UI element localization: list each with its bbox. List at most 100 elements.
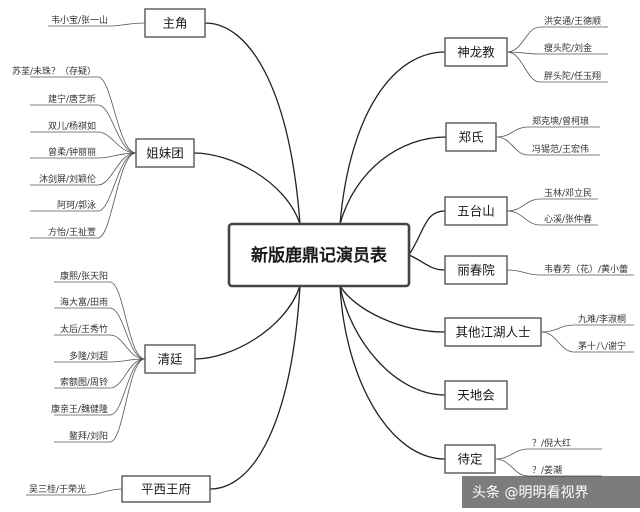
- watermark-text: 头条 @明明看视界: [472, 484, 588, 501]
- node-label-lichunyuan: 丽春院: [457, 263, 495, 278]
- leaf-link: [109, 281, 146, 360]
- watermark: 头条 @明明看视界: [462, 476, 640, 508]
- node-tiandihui[interactable]: 天地会: [444, 380, 508, 410]
- leaf-link: [109, 307, 146, 360]
- node-qingting[interactable]: 清廷: [144, 344, 196, 374]
- leaves-qitajianghu: 九难/李淑桐 茅十八/谢宁: [578, 313, 626, 352]
- branch-link: [209, 285, 301, 490]
- node-daiding[interactable]: 待定: [444, 444, 496, 474]
- leaf-item: 瘦头陀/刘金: [544, 42, 592, 54]
- node-label-qitajianghu: 其他江湖人士: [455, 325, 530, 340]
- branch-link: [204, 22, 301, 225]
- leaf-link: [494, 458, 529, 477]
- leaf-item: 康熙/张天阳: [60, 270, 108, 282]
- branch-links: [193, 22, 447, 490]
- leaf-item: 韦小宝/张一山: [51, 14, 108, 26]
- leaf-item: 胖头陀/任玉翔: [544, 70, 601, 82]
- leaves-zhengshi: 郑克塽/曾柯琅 冯锡范/王宏伟: [532, 115, 589, 155]
- root-label: 新版鹿鼎记演员表: [251, 245, 388, 266]
- node-pingxiwangfu[interactable]: 平西王府: [121, 475, 211, 503]
- node-zhujue[interactable]: 主角: [144, 8, 206, 38]
- branch-link: [408, 210, 446, 256]
- branch-link: [339, 285, 446, 333]
- node-jiemeituan[interactable]: 姐妹团: [135, 138, 195, 168]
- leaf-item: 鳌拜/刘阳: [69, 430, 108, 442]
- leaf-link: [506, 198, 541, 212]
- leaf-item: 多隆/刘超: [69, 350, 108, 362]
- leaf-item: 康亲王/魏健隆: [51, 403, 108, 415]
- leaf-item: 阿珂/郭泳: [57, 199, 96, 211]
- node-shenlongjiao[interactable]: 神龙教: [444, 37, 508, 67]
- leaf-link: [109, 358, 146, 363]
- node-label-shenlongjiao: 神龙教: [457, 45, 495, 60]
- branch-link: [339, 51, 446, 225]
- node-label-zhengshi: 郑氏: [458, 130, 483, 145]
- leaf-links: [26, 22, 634, 496]
- leaf-link: [495, 136, 529, 156]
- branch-link: [339, 285, 446, 396]
- leaves-lichunyuan: 韦春芳（花）/黄小蕾: [544, 263, 628, 275]
- leaf-item: 曾柔/钟丽丽: [48, 146, 96, 158]
- leaf-item: 太后/王秀竹: [60, 323, 108, 335]
- branch-link: [339, 136, 447, 225]
- leaf-item: 郑克塽/曾柯琅: [532, 115, 589, 127]
- node-label-pingxiwangfu: 平西王府: [141, 482, 191, 497]
- leaves-wutaishan: 玉林/邓立民 心溪/张仲春: [544, 187, 592, 225]
- leaf-item: 索额图/周铃: [60, 376, 108, 388]
- leaf-link: [109, 334, 146, 360]
- leaves-jiemeituan: 苏荃/未珠？（存疑） 建宁/唐艺昕 双儿/杨祺如 曾柔/钟丽丽 沐剑屏/刘颖伦 …: [12, 65, 96, 238]
- leaf-item: 韦春芳（花）/黄小蕾: [544, 263, 628, 275]
- leaf-link: [97, 104, 137, 154]
- node-label-wutaishan: 五台山: [457, 204, 495, 219]
- node-label-tiandihui: 天地会: [457, 388, 495, 403]
- leaf-link: [494, 448, 529, 460]
- leaf-item: 心溪/张仲春: [544, 213, 592, 225]
- leaf-link: [97, 152, 137, 186]
- node-label-zhujue: 主角: [162, 16, 187, 31]
- leaf-item: 海大富/田雨: [60, 296, 108, 308]
- leaves-qingting: 康熙/张天阳 海大富/田雨 太后/王秀竹 多隆/刘超 索额图/周铃 康亲王/魏健…: [51, 270, 108, 442]
- branch-link: [339, 285, 446, 460]
- branch-link: [408, 254, 446, 271]
- leaf-link: [506, 210, 541, 226]
- node-label-jiemeituan: 姐妹团: [146, 146, 184, 161]
- node-wutaishan[interactable]: 五台山: [444, 196, 508, 226]
- leaf-item: ？/倪大红: [532, 437, 571, 449]
- leaf-link: [109, 22, 146, 27]
- leaf-link: [506, 51, 541, 83]
- leaf-item: 吴三桂/于荣光: [29, 483, 86, 495]
- leaf-item: 九难/李淑桐: [578, 313, 626, 325]
- leaf-link: [97, 152, 137, 212]
- leaf-link: [540, 331, 575, 353]
- leaf-link: [97, 131, 137, 154]
- leaves-pingxiwangfu: 吴三桂/于荣光: [29, 483, 86, 495]
- node-qitajianghu[interactable]: 其他江湖人士: [444, 317, 542, 347]
- leaf-link: [506, 26, 541, 53]
- leaves-zhujue: 韦小宝/张一山: [51, 14, 108, 26]
- leaf-item: 玉林/邓立民: [544, 187, 592, 199]
- node-label-qingting: 清廷: [157, 352, 183, 367]
- leaf-item: 茅十八/谢宁: [578, 340, 626, 352]
- node-lichunyuan[interactable]: 丽春院: [444, 255, 508, 285]
- leaf-link: [97, 76, 137, 154]
- leaf-link: [540, 324, 575, 333]
- leaf-item: ？/姜潮: [532, 464, 562, 476]
- branch-link: [194, 285, 301, 360]
- leaf-link: [87, 488, 123, 496]
- node-label-daiding: 待定: [457, 452, 482, 467]
- root-node[interactable]: 新版鹿鼎记演员表: [227, 222, 411, 288]
- leaf-link: [109, 358, 146, 443]
- leaf-link: [495, 126, 529, 138]
- leaf-link: [109, 358, 146, 416]
- leaf-item: 沐剑屏/刘颖伦: [39, 173, 96, 185]
- leaf-item: 建宁/唐艺昕: [48, 93, 96, 105]
- leaf-item: 双儿/杨祺如: [48, 120, 96, 132]
- node-zhengshi[interactable]: 郑氏: [445, 122, 497, 152]
- leaves-daiding: ？/倪大红 ？/姜潮: [532, 437, 571, 476]
- leaf-item: 苏荃/未珠？（存疑）: [12, 65, 96, 77]
- leaves-shenlongjiao: 洪安通/王德顺 瘦头陀/刘金 胖头陀/任玉翔: [544, 15, 601, 82]
- leaf-link: [506, 269, 541, 276]
- leaf-link: [506, 51, 541, 55]
- branch-link: [193, 152, 301, 225]
